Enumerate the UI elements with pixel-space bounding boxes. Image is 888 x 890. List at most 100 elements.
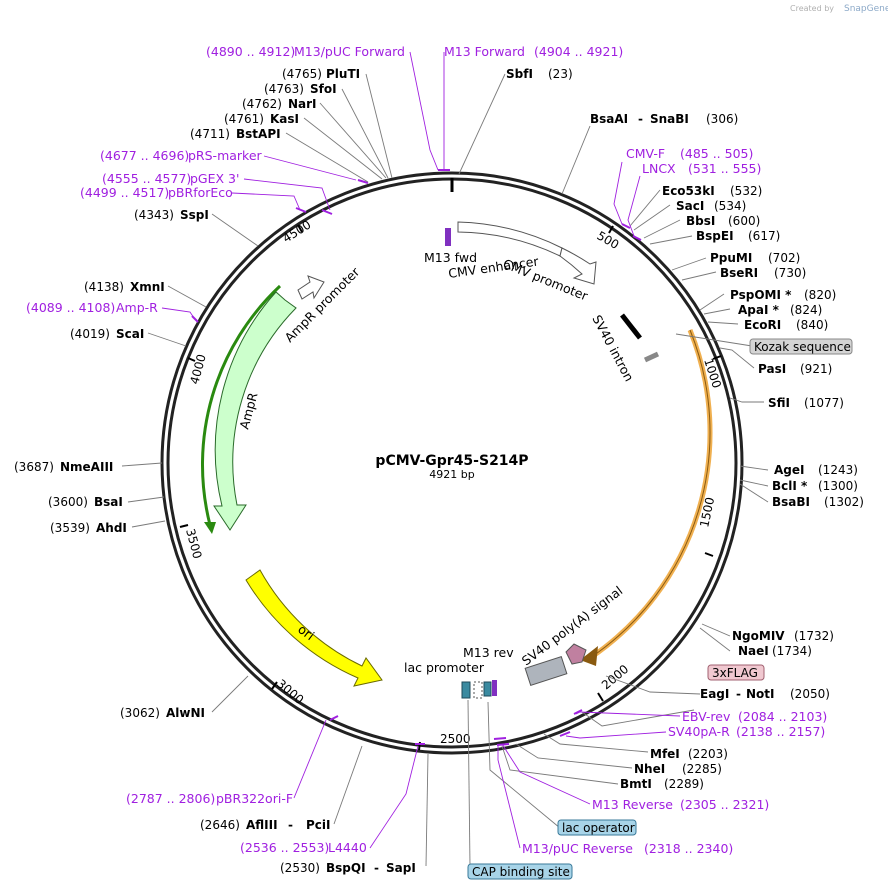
- enzyme-pos: (2646): [200, 818, 240, 832]
- sv40-polya-arrow: [565, 643, 587, 665]
- enzyme-name: KasI: [270, 112, 299, 126]
- enzyme-name: BsaI: [94, 495, 123, 509]
- enzyme-pos: (532): [730, 184, 762, 198]
- enzyme-pos: (4763): [264, 82, 304, 96]
- enzyme-pos: (702): [768, 251, 800, 265]
- enzyme-pos: (2530): [280, 861, 320, 875]
- enzyme-name: EcoRI: [744, 318, 781, 332]
- enzyme-name: Eco53kI: [662, 184, 715, 198]
- enzyme-name: NarI: [288, 97, 317, 111]
- svg-text:-: -: [288, 818, 293, 832]
- enzyme-name: BclI *: [772, 479, 808, 493]
- enzyme-labels-right: SbfI (23) BsaAI - SnaBI (306) Eco53kI (5…: [506, 67, 864, 791]
- primer-name: M13/pUC Reverse: [522, 841, 633, 856]
- enzyme-name: BsaBI: [772, 495, 810, 509]
- enzyme-pos: (617): [748, 229, 780, 243]
- enzyme-name: BstAPI: [236, 127, 281, 141]
- sv40-polya-box: [524, 655, 568, 687]
- enzyme-pos: (4711): [190, 127, 230, 141]
- enzyme-labels-left: (4765) PluTI (4763) SfoI (4762) NarI (47…: [14, 67, 416, 875]
- enzyme-name: AhdI: [96, 521, 127, 535]
- primer-name: EBV-rev: [682, 709, 731, 724]
- enzyme-pos: (824): [790, 303, 822, 317]
- primer-labels-left: (4890 .. 4912) M13/pUC Forward M13 Forwa…: [26, 44, 623, 855]
- svg-text:-: -: [736, 687, 741, 701]
- enzyme-name: ApaI *: [738, 303, 780, 317]
- primer-range: (4089 .. 4108): [26, 300, 115, 315]
- enzyme-pos: (840): [796, 318, 828, 332]
- cmv-promoter-arrow: [559, 247, 597, 285]
- primer-name: SV40pA-R: [668, 724, 730, 739]
- tick-label-3500: 3500: [183, 527, 204, 560]
- enzyme-pos: (4343): [134, 208, 174, 222]
- primer-range: (4890 .. 4912): [206, 44, 295, 59]
- primer-name: CMV-F: [626, 146, 665, 161]
- enzyme-pos: (2050): [790, 687, 830, 701]
- enzyme-pos: (921): [800, 362, 832, 376]
- primer-labels-right: CMV-F (485 .. 505) LNCX (531 .. 555) EBV…: [522, 146, 827, 856]
- m13-fwd-label: M13 fwd: [424, 250, 477, 265]
- sv40-intron-block: [620, 313, 642, 340]
- lac-promoter-block-2: [473, 681, 483, 699]
- primer-name: LNCX: [642, 161, 676, 176]
- primer-range: (4904 .. 4921): [534, 44, 623, 59]
- enzyme-name: AlwNI: [166, 706, 205, 720]
- enzyme-pos: (1243): [818, 463, 858, 477]
- enzyme-name: XmnI: [130, 280, 165, 294]
- enzyme-name: BmtI: [620, 777, 652, 791]
- snapgene-logo: SnapGene: [844, 4, 888, 14]
- enzyme-pos: (2285): [682, 762, 722, 776]
- primer-range: (2318 .. 2340): [644, 841, 733, 856]
- svg-text:-: -: [638, 112, 643, 126]
- enzyme-pos: (534): [714, 199, 746, 213]
- primer-range: (531 .. 555): [688, 161, 761, 176]
- enzyme-pos: (1302): [824, 495, 864, 509]
- primer-range: (2536 .. 2553): [240, 840, 329, 855]
- enzyme-name: NotI: [746, 687, 775, 701]
- orf-arc-edge: [589, 329, 711, 659]
- enzyme-name: AflIII: [246, 818, 278, 832]
- enzyme-name: ScaI: [116, 327, 144, 341]
- lac-promoter-block-1: [461, 681, 471, 699]
- enzyme-name: SapI: [386, 861, 416, 875]
- enzyme-pos: (820): [804, 288, 836, 302]
- credit-text: Created by: [790, 4, 834, 13]
- enzyme-name: SbfI: [506, 67, 533, 81]
- ampr-outer-arrowhead: [204, 522, 216, 534]
- primer-range: (2138 .. 2157): [736, 724, 825, 739]
- enzyme-pos: (3062): [120, 706, 160, 720]
- orf-arc: [588, 329, 713, 661]
- enzyme-pos: (1734): [772, 644, 812, 658]
- small-feature-block: [643, 351, 660, 363]
- primer-name: M13/pUC Forward: [294, 44, 405, 59]
- enzyme-name: EagI: [700, 687, 729, 701]
- enzyme-name: PpuMI: [710, 251, 752, 265]
- enzyme-name: BsaAI: [590, 112, 628, 126]
- enzyme-pos: (4765): [282, 67, 322, 81]
- enzyme-pos: (4019): [70, 327, 110, 341]
- primer-range: (2787 .. 2806): [126, 791, 215, 806]
- enzyme-pos: (4138): [84, 280, 124, 294]
- primer-leaders-right: [497, 161, 681, 849]
- enzyme-pos: (4762): [242, 97, 282, 111]
- primer-name: Amp-R: [116, 300, 158, 315]
- kozak-box: [749, 338, 853, 355]
- primer-name: pBRforEco: [168, 185, 233, 200]
- flag-box: [707, 664, 765, 681]
- enzyme-name: BseRI: [720, 266, 758, 280]
- ampr-arrow: [213, 291, 297, 531]
- enzyme-name: BbsI: [686, 214, 715, 228]
- plasmid-name: pCMV-Gpr45-S214P: [375, 453, 528, 469]
- m13-rev-label: M13 rev: [463, 645, 514, 660]
- tick-label-4000: 4000: [187, 353, 208, 386]
- enzyme-pos: (4761): [224, 112, 264, 126]
- flag-label: 3xFLAG: [712, 666, 758, 680]
- primer-name: M13 Forward: [444, 44, 525, 59]
- enzyme-pos: (306): [706, 112, 738, 126]
- primer-range: (4677 .. 4696): [100, 148, 189, 163]
- enzyme-name: BspEI: [696, 229, 734, 243]
- ampr-outer-arc: [200, 284, 282, 526]
- enzyme-name: BspQI: [326, 861, 366, 875]
- kozak-label: Kozak sequence: [754, 340, 851, 354]
- primer-range: (485 .. 505): [680, 146, 753, 161]
